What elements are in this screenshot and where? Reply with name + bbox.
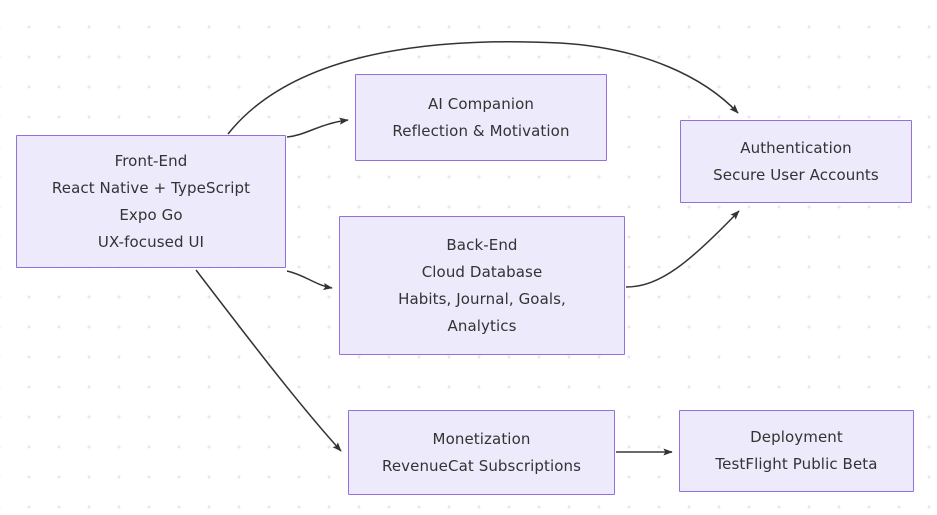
back-end-line-1: Back-End — [446, 235, 518, 254]
monetization-line-2: RevenueCat Subscriptions — [381, 456, 582, 475]
front-end-line-3: Expo Go — [119, 205, 183, 224]
monetization-node[interactable]: Monetization RevenueCat Subscriptions — [348, 410, 615, 495]
ai-companion-line-1: AI Companion — [428, 94, 534, 113]
deployment-line-1: Deployment — [750, 428, 843, 446]
front-end-line-1: Front-End — [114, 151, 188, 170]
back-end-line-2: Cloud Database — [421, 262, 543, 281]
deployment-node[interactable]: Deployment TestFlight Public Beta — [679, 410, 914, 492]
authentication-node[interactable]: Authentication Secure User Accounts — [680, 120, 912, 203]
ai-companion-node[interactable]: AI Companion Reflection & Motivation — [355, 74, 607, 161]
authentication-line-2: Secure User Accounts — [713, 165, 879, 184]
authentication-line-1: Authentication — [740, 138, 852, 157]
front-end-line-4: UX-focused UI — [97, 232, 205, 251]
edge-frontend-to-backend — [286, 270, 333, 291]
deployment-line-2: TestFlight Public Beta — [715, 455, 878, 473]
edge-backend-to-authentication — [625, 210, 740, 288]
edge-frontend-to-ai-companion — [286, 117, 349, 138]
monetization-line-1: Monetization — [432, 429, 531, 448]
front-end-line-2: React Native + TypeScript — [51, 178, 251, 197]
ai-companion-line-2: Reflection & Motivation — [392, 121, 570, 140]
front-end-node[interactable]: Front-End React Native + TypeScript Expo… — [16, 135, 286, 268]
back-end-line-3: Habits, Journal, Goals, — [398, 289, 566, 308]
back-end-line-4: Analytics — [447, 316, 517, 335]
back-end-node[interactable]: Back-End Cloud Database Habits, Journal,… — [339, 216, 625, 355]
edge-frontend-to-monetization — [195, 269, 342, 452]
